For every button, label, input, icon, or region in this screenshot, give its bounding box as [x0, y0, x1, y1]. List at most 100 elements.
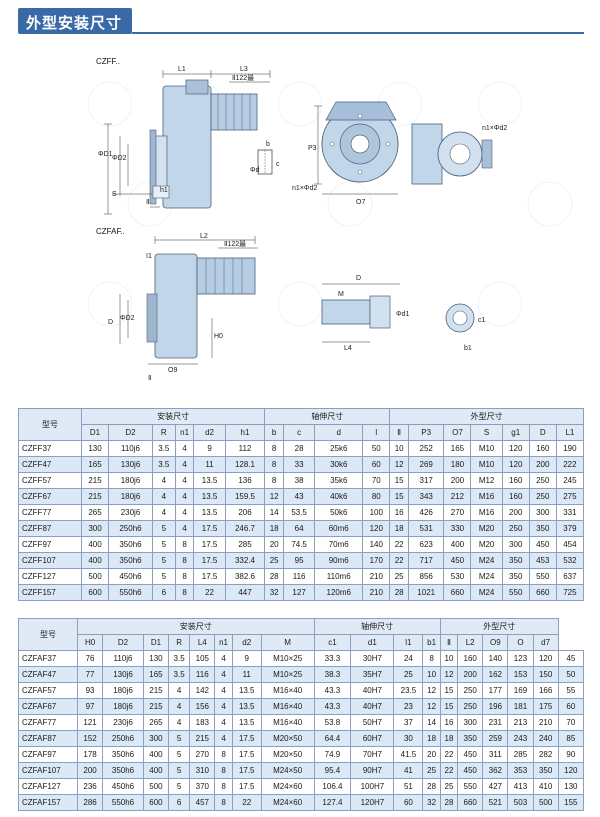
table-cell: 503: [507, 794, 534, 811]
svg-text:Ⅱ122最: Ⅱ122最: [232, 74, 254, 82]
table-cell: 33.3: [313, 650, 352, 667]
table-cell: 4: [167, 714, 191, 731]
table-cell: 8: [214, 778, 233, 795]
table-cell: 250: [528, 488, 557, 505]
table-cell: 70H7: [350, 746, 395, 763]
model-cell: CZFF157: [18, 584, 82, 601]
table-cell: M24: [470, 568, 503, 585]
table-cell: 4: [214, 714, 233, 731]
table-cell: 105: [189, 650, 216, 667]
table-cell: 350: [501, 568, 530, 585]
table-cell: 231: [482, 714, 509, 731]
table-cell: 5: [167, 778, 191, 795]
table-cell: 600: [80, 584, 110, 601]
table-cell: 25: [264, 552, 284, 569]
table-cell: 22: [439, 762, 459, 779]
table-cell: 500: [80, 568, 110, 585]
table-cell: 74.5: [282, 536, 316, 553]
table-cell: 53.8: [313, 714, 352, 731]
table-cell: 6: [151, 584, 176, 601]
table-cell: 250: [457, 682, 484, 699]
table1-col-header: d: [314, 424, 364, 441]
table-cell: 5: [167, 730, 191, 747]
table-cell: 60H7: [350, 730, 395, 747]
table-cell: 156: [189, 698, 216, 715]
table1-col-header: l: [362, 424, 391, 441]
header-rule: [132, 32, 584, 34]
table-cell: 4: [214, 650, 233, 667]
table-cell: 350h6: [102, 746, 144, 763]
table-cell: 10: [389, 440, 409, 457]
svg-text:Φd: Φd: [250, 167, 260, 174]
table2-col-header: H0: [76, 634, 104, 651]
table-cell: 3.5: [151, 456, 176, 473]
model-cell: CZFF37: [18, 440, 82, 457]
table-cell: 1021: [407, 584, 445, 601]
table-cell: 140: [362, 536, 391, 553]
czff-side-view: CZFF.. L1 L3 Ⅱ122最 ΦD1 ΦD2 S Ⅱ h1: [96, 57, 271, 215]
table-cell: 343: [407, 488, 445, 505]
table-cell: M24×60: [260, 778, 315, 795]
table-cell: 97: [76, 698, 104, 715]
svg-text:I1: I1: [146, 253, 152, 260]
table-cell: 210: [362, 584, 391, 601]
table-cell: M24×60: [260, 794, 315, 811]
table-cell: M10: [470, 440, 503, 457]
table-cell: 41.5: [393, 746, 424, 763]
table-cell: 15: [439, 682, 459, 699]
table-cell: M16: [470, 488, 503, 505]
table-cell: 32: [264, 584, 284, 601]
table-cell: 120m6: [314, 584, 364, 601]
table-cell: 130: [80, 440, 110, 457]
svg-text:M: M: [338, 291, 344, 298]
table-cell: 4: [151, 472, 176, 489]
table-cell: 11: [193, 456, 226, 473]
table-cell: M24: [470, 552, 503, 569]
table-cell: M16×40: [260, 682, 315, 699]
table2-col-header: R: [167, 634, 191, 651]
table-cell: 250: [528, 472, 557, 489]
table-cell: 17.5: [231, 778, 262, 795]
table-cell: 660: [443, 584, 472, 601]
table-cell: 4: [167, 698, 191, 715]
table-cell: 8: [264, 440, 284, 457]
table-cell: 5: [167, 746, 191, 763]
table-cell: 85: [557, 730, 585, 747]
table1-col-header: S: [470, 424, 503, 441]
table-cell: 17.5: [193, 536, 226, 553]
table-cell: 400: [80, 552, 110, 569]
table-cell: 450h6: [102, 778, 144, 795]
table-cell: 275: [555, 488, 585, 505]
table-cell: 353: [507, 762, 534, 779]
table-cell: 450: [528, 536, 557, 553]
table-cell: 250: [501, 520, 530, 537]
table-cell: 457: [189, 794, 216, 811]
table-cell: 22: [439, 746, 459, 763]
table-cell: 90m6: [314, 552, 364, 569]
table-cell: 153: [507, 666, 534, 683]
table-cell: 210: [362, 568, 391, 585]
table-cell: 120: [362, 520, 391, 537]
table1-model-header: 型号: [18, 408, 82, 441]
model-cell: CZFAF57: [18, 682, 78, 699]
table-cell: 450: [457, 762, 484, 779]
table-cell: 317: [407, 472, 445, 489]
table-cell: 93: [76, 682, 104, 699]
svg-text:D: D: [356, 275, 361, 282]
table-cell: 13.5: [231, 714, 262, 731]
table-cell: 70: [557, 714, 585, 731]
czfaf-bore-view: b1 c1: [445, 303, 486, 352]
table-cell: 3.5: [151, 440, 176, 457]
technical-drawings: CZFF.. L1 L3 Ⅱ122最 ΦD1 ΦD2 S Ⅱ h1 b c Φd: [87, 57, 573, 382]
table-cell: 106.4: [313, 778, 352, 795]
table-cell: 50: [362, 440, 391, 457]
svg-text:b: b: [266, 141, 270, 148]
table-cell: 550: [501, 584, 530, 601]
table-cell: 175: [532, 698, 559, 715]
table-cell: 12: [422, 682, 441, 699]
